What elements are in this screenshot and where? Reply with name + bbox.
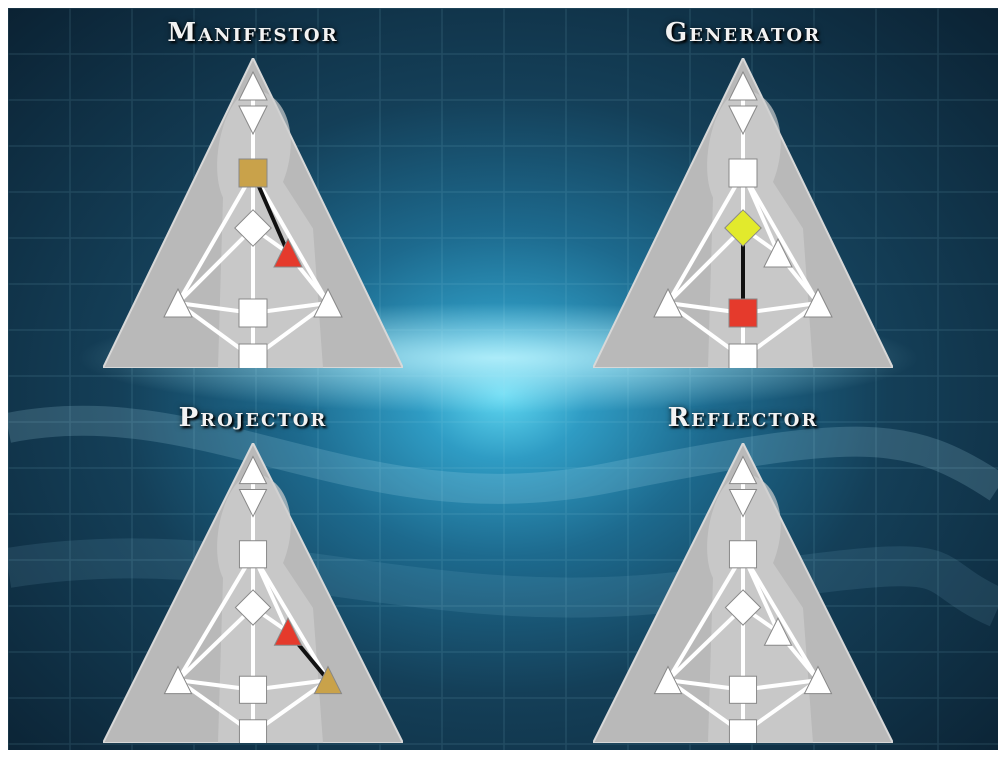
channel-line: [176, 226, 255, 305]
center-sacral: [238, 675, 268, 704]
center-heart: [273, 237, 303, 268]
center-head: [728, 70, 758, 101]
center-head: [238, 70, 268, 101]
channel-line: [176, 172, 255, 304]
center-sacral: [728, 675, 758, 704]
center-throat: [238, 158, 268, 188]
center-spleen: [653, 287, 683, 318]
quadrant-reflector: Reflector: [593, 403, 893, 748]
bodygraph-diagram: [593, 443, 893, 743]
center-ajna: [728, 105, 758, 136]
bodygraph-diagram: [593, 58, 893, 368]
center-g: [234, 589, 272, 626]
bodygraph-diagram: [103, 58, 403, 368]
center-sp: [803, 287, 833, 318]
type-title: Generator: [664, 18, 822, 48]
quadrant-projector: Projector: [103, 403, 403, 748]
channel-line: [251, 172, 330, 304]
channel-line: [666, 172, 745, 304]
channel-line: [666, 606, 745, 682]
center-g: [234, 209, 272, 247]
center-sp: [803, 665, 833, 695]
center-throat: [728, 540, 758, 569]
bodygraph-diagram: [103, 443, 403, 743]
channel-line: [251, 553, 330, 682]
center-heart: [763, 617, 793, 646]
type-title: Manifestor: [167, 18, 339, 48]
type-title: Reflector: [667, 403, 819, 433]
center-g: [724, 589, 762, 626]
channel-line: [741, 172, 820, 304]
channel-line: [176, 553, 255, 682]
center-spleen: [163, 287, 193, 318]
channel-line: [666, 553, 745, 682]
center-head: [238, 455, 268, 485]
quadrant-generator: Generator: [593, 18, 893, 368]
center-head: [728, 455, 758, 485]
center-heart: [763, 237, 793, 268]
center-spleen: [163, 665, 193, 695]
quadrant-manifestor: Manifestor: [103, 18, 403, 368]
center-spleen: [653, 665, 683, 695]
center-throat: [728, 158, 758, 188]
center-ajna: [238, 488, 268, 518]
center-sacral: [238, 298, 268, 328]
center-root: [238, 343, 268, 368]
center-ajna: [728, 488, 758, 518]
center-heart: [273, 617, 303, 646]
center-sp: [313, 665, 343, 695]
type-title: Projector: [178, 403, 328, 433]
center-ajna: [238, 105, 268, 136]
center-root: [728, 343, 758, 368]
channel-line: [176, 606, 255, 682]
center-throat: [238, 540, 268, 569]
center-root: [728, 719, 758, 743]
channel-line: [666, 226, 745, 305]
center-sacral: [728, 298, 758, 328]
center-sp: [313, 287, 343, 318]
channel-line: [741, 553, 820, 682]
center-g: [724, 209, 762, 247]
center-root: [238, 719, 268, 743]
mandala-slide: Manifestor Generator Projector Reflector: [8, 8, 998, 750]
